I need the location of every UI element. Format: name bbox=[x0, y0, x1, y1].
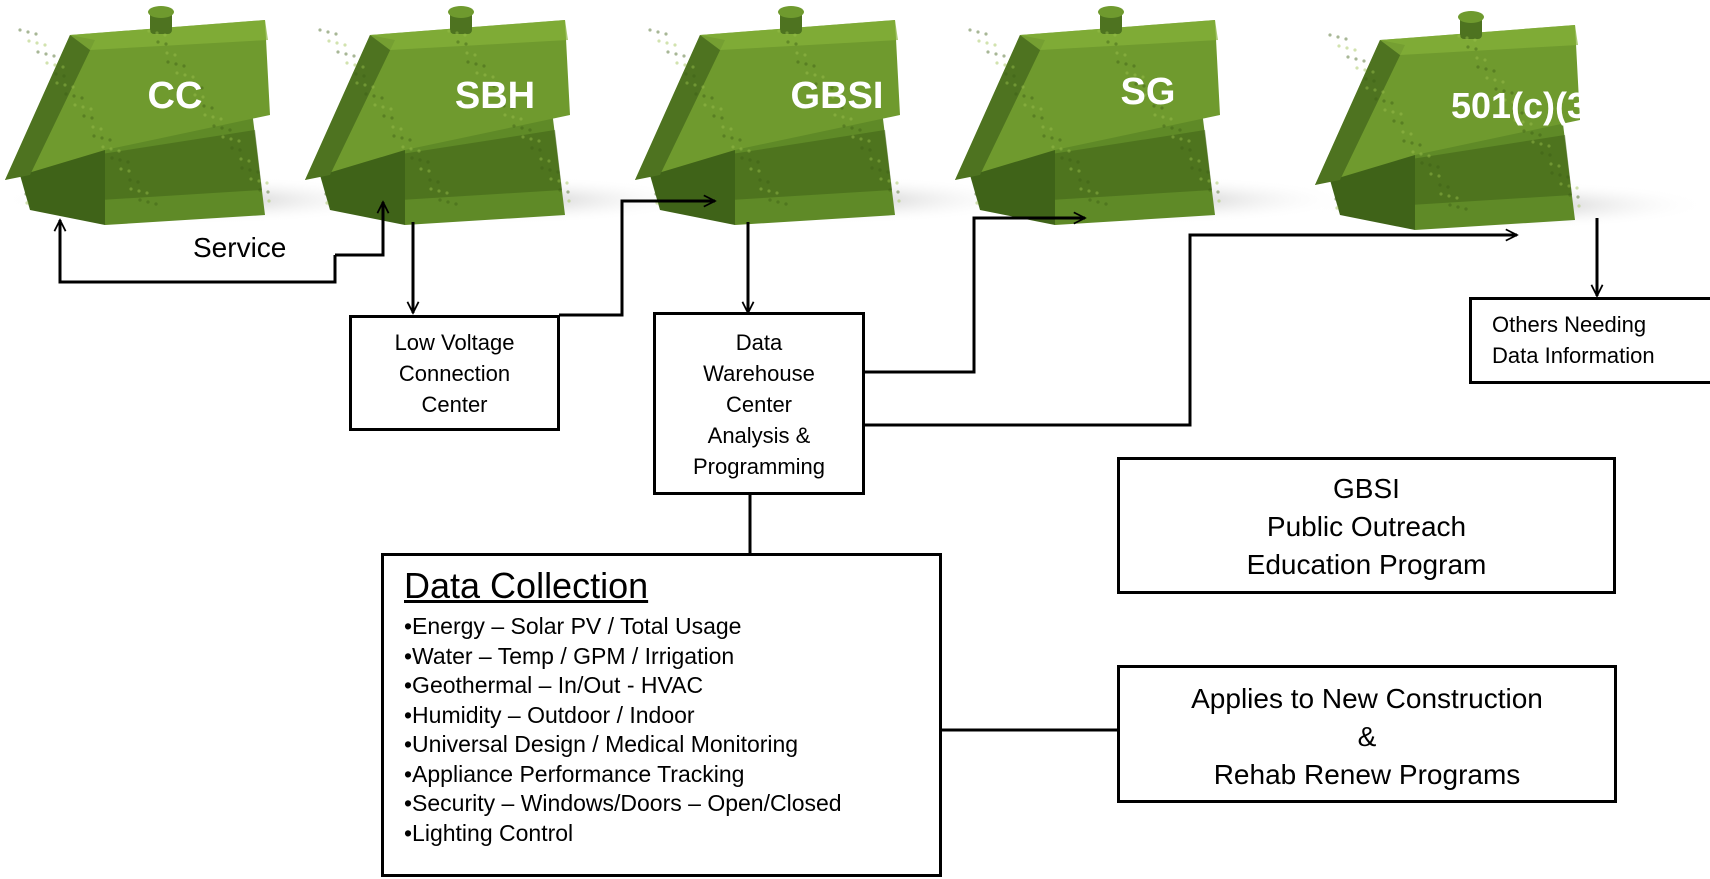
data-collection-box: Data Collection •Energy – Solar PV / Tot… bbox=[381, 553, 942, 877]
house-501c3: 501(c)(3) bbox=[1310, 11, 1710, 230]
list-item: •Lighting Control bbox=[404, 819, 574, 846]
others-needing-line: Data Information bbox=[1492, 343, 1655, 368]
applies-new-construction-box: Applies to New Construction & Rehab Rene… bbox=[1117, 665, 1617, 803]
others-needing-line: Others Needing bbox=[1492, 312, 1647, 337]
data-warehouse-line: Programming bbox=[692, 454, 826, 479]
list-item: •Universal Design / Medical Monitoring bbox=[404, 731, 799, 757]
list-item: •Security – Windows/Doors – Open/Closed bbox=[404, 790, 842, 816]
grass-house-icon bbox=[0, 6, 400, 225]
others-needing-data-box: Others Needing Data Information bbox=[1469, 297, 1710, 384]
applies-line: Applies to New Construction bbox=[1191, 683, 1543, 714]
outreach-line: Education Program bbox=[1246, 549, 1487, 580]
low-voltage-line: Center bbox=[421, 392, 488, 417]
list-item: •Water – Temp / GPM / Irrigation bbox=[404, 642, 735, 669]
data-collection-title: Data Collection bbox=[404, 565, 649, 606]
low-voltage-connection-center-box: Low Voltage Connection Center bbox=[349, 315, 560, 431]
house-label-sg: SG bbox=[1121, 71, 1176, 113]
data-warehouse-line: Analysis & bbox=[707, 423, 811, 448]
low-voltage-line: Connection bbox=[398, 361, 511, 386]
arrow-warehouse-sg bbox=[864, 218, 1085, 374]
applies-line: Rehab Renew Programs bbox=[1213, 759, 1521, 790]
arrow-service-cc bbox=[60, 220, 337, 284]
house-cc: CC bbox=[0, 6, 400, 225]
house-sg: SG bbox=[950, 6, 1350, 225]
data-collection-list: •Energy – Solar PV / Total Usage •Water … bbox=[404, 612, 939, 848]
data-warehouse-line: Warehouse bbox=[703, 361, 815, 386]
data-warehouse-center-box: Data Warehouse Center Analysis & Program… bbox=[653, 312, 865, 495]
low-voltage-line: Low Voltage bbox=[394, 330, 515, 355]
connectors bbox=[60, 201, 1597, 732]
house-label-501c3: 501(c)(3) bbox=[1451, 85, 1599, 126]
gbsi-public-outreach-box: GBSI Public Outreach Education Program bbox=[1117, 457, 1616, 594]
list-item: •Appliance Performance Tracking bbox=[404, 760, 745, 787]
outreach-line: Public Outreach bbox=[1266, 511, 1467, 542]
arrow-lowvoltage-gbsi bbox=[559, 201, 715, 317]
grass-house-icon bbox=[300, 6, 700, 225]
service-label: Service bbox=[193, 232, 287, 263]
house-label-gbsi: GBSI bbox=[791, 75, 884, 117]
list-item: •Geothermal – In/Out - HVAC bbox=[404, 672, 704, 698]
house-label-cc: CC bbox=[148, 75, 203, 117]
data-warehouse-line: Data bbox=[735, 330, 783, 355]
list-item: •Energy – Solar PV / Total Usage bbox=[404, 613, 742, 639]
data-warehouse-line: Center bbox=[725, 392, 793, 417]
grass-house-icon bbox=[630, 6, 1030, 225]
list-item: •Humidity – Outdoor / Indoor bbox=[404, 701, 695, 728]
outreach-line: GBSI bbox=[1333, 473, 1400, 504]
grass-house-icon bbox=[950, 6, 1350, 225]
arrow-service-sbh bbox=[335, 202, 383, 257]
house-gbsi: GBSI bbox=[630, 6, 1030, 225]
grass-house-icon bbox=[1310, 11, 1710, 230]
arrow-warehouse-501c3 bbox=[864, 235, 1517, 427]
house-sbh: SBH bbox=[300, 6, 700, 225]
house-label-sbh: SBH bbox=[455, 75, 535, 117]
applies-line: & bbox=[1357, 721, 1377, 752]
